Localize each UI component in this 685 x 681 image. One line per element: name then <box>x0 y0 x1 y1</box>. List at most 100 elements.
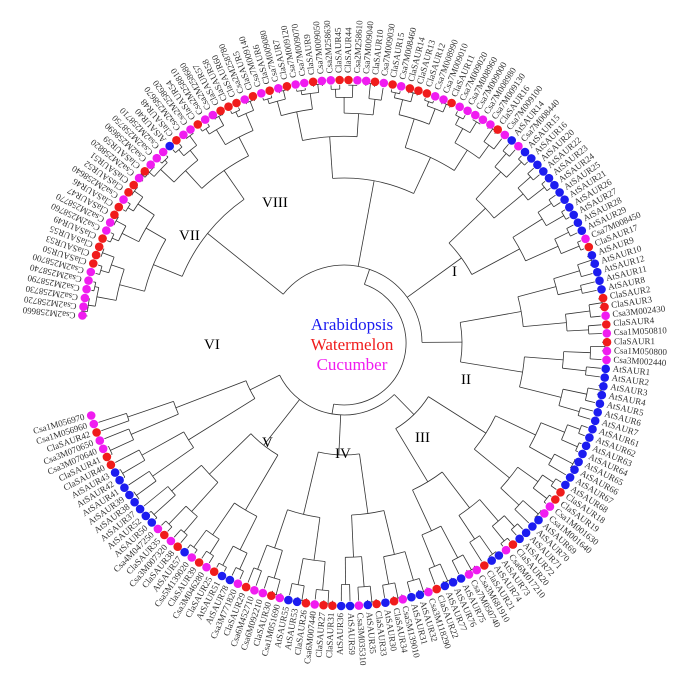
tree-branch <box>406 257 462 298</box>
species-dot <box>388 80 397 89</box>
species-dot <box>534 515 543 525</box>
species-dot <box>158 147 168 157</box>
species-dot <box>514 141 523 151</box>
tree-arc <box>558 389 564 406</box>
tree-branch <box>586 366 601 369</box>
tree-branch <box>314 589 317 600</box>
tree-branch <box>239 552 248 570</box>
species-dot <box>494 551 504 560</box>
tree-branch <box>255 570 262 586</box>
tree-branch <box>588 333 602 335</box>
species-dot <box>569 210 578 220</box>
tree-branch <box>493 138 503 150</box>
tree-branch <box>554 231 569 240</box>
tree-branch <box>469 542 482 562</box>
tree-branch <box>567 424 581 430</box>
tree-branch <box>267 98 270 104</box>
tree-branch <box>364 269 370 285</box>
tree-branch <box>212 502 235 535</box>
tree-branch <box>558 405 580 412</box>
species-dot <box>602 337 612 347</box>
species-dot <box>328 601 337 610</box>
tree-branch <box>128 470 150 486</box>
tree-branch <box>104 428 130 440</box>
tree-branch <box>331 404 335 415</box>
species-dot <box>533 160 542 170</box>
tree-branch <box>523 322 567 327</box>
tree-branch <box>512 218 543 238</box>
leaf-label: Csa2M258630 <box>322 20 335 74</box>
species-dot <box>225 575 235 585</box>
legend-arabidopsis: Arabidopsis <box>311 315 393 334</box>
tree-branch <box>394 92 396 98</box>
tree-branch <box>149 171 155 177</box>
tree-branch <box>455 116 460 125</box>
tree-branch <box>122 209 127 212</box>
species-dot <box>102 452 112 462</box>
tree-branch <box>566 329 589 332</box>
tree-branch <box>179 143 183 148</box>
tree-branch <box>270 95 273 98</box>
tree-branch <box>474 448 510 479</box>
species-dot <box>344 75 353 85</box>
tree-branch <box>137 203 155 216</box>
tree-branch <box>96 296 117 301</box>
tree-arc <box>332 177 414 194</box>
tree-branch <box>149 510 152 513</box>
tree-branch <box>383 556 390 585</box>
tree-branch <box>462 115 466 120</box>
species-dot <box>129 180 138 190</box>
legend-watermelon: Watermelon <box>311 335 394 354</box>
species-dot <box>590 416 600 426</box>
clade-label-i: I <box>452 264 457 280</box>
tree-branch <box>357 587 360 601</box>
tree-branch <box>216 129 226 145</box>
tree-branch <box>222 545 234 566</box>
species-dot <box>597 285 606 294</box>
tree-branch <box>178 149 185 156</box>
tree-branch <box>494 153 507 168</box>
species-dot <box>78 311 87 320</box>
tree-branch <box>502 143 509 152</box>
tree-branch <box>525 245 559 262</box>
tree-branch <box>361 556 365 587</box>
tree-branch <box>475 171 502 200</box>
species-dot <box>194 558 204 567</box>
species-dot <box>152 153 162 163</box>
tree-branch <box>549 494 552 497</box>
tree-branch <box>189 150 199 161</box>
tree-branch <box>553 270 580 279</box>
tree-branch <box>507 537 511 542</box>
species-dot <box>456 574 466 583</box>
tree-branch <box>553 202 561 208</box>
tree-branch <box>81 310 88 312</box>
tree-arc <box>108 446 113 455</box>
tree-branch <box>590 358 602 360</box>
tree-branch <box>207 233 284 295</box>
leaf-label: ClaSAUR27 <box>314 611 328 658</box>
tree-branch <box>102 252 115 258</box>
species-dot <box>94 242 104 252</box>
tree-branch <box>238 107 241 111</box>
tree-arc <box>500 466 519 489</box>
leaf-label: ClaSAUR44 <box>343 27 354 73</box>
tree-branch <box>412 489 432 531</box>
tree-branch <box>479 499 499 522</box>
species-dot <box>550 180 559 190</box>
species-dot <box>186 125 195 134</box>
tree-branches <box>80 82 606 605</box>
tree-branch <box>356 113 359 137</box>
leaf-labels: Csa2M258660Csa2M258720Csa2M258730Csa2M25… <box>22 20 668 667</box>
species-dot <box>284 595 293 605</box>
species-dot <box>600 302 609 312</box>
tree-arc <box>173 401 179 415</box>
tree-branch <box>471 248 520 275</box>
species-dot <box>602 320 611 329</box>
tree-branch <box>533 174 540 181</box>
species-dot <box>173 542 182 551</box>
species-dot <box>602 355 611 365</box>
species-dot <box>515 534 524 544</box>
tree-branch <box>511 529 517 536</box>
tree-branch <box>580 407 594 412</box>
tree-branch <box>357 180 375 267</box>
